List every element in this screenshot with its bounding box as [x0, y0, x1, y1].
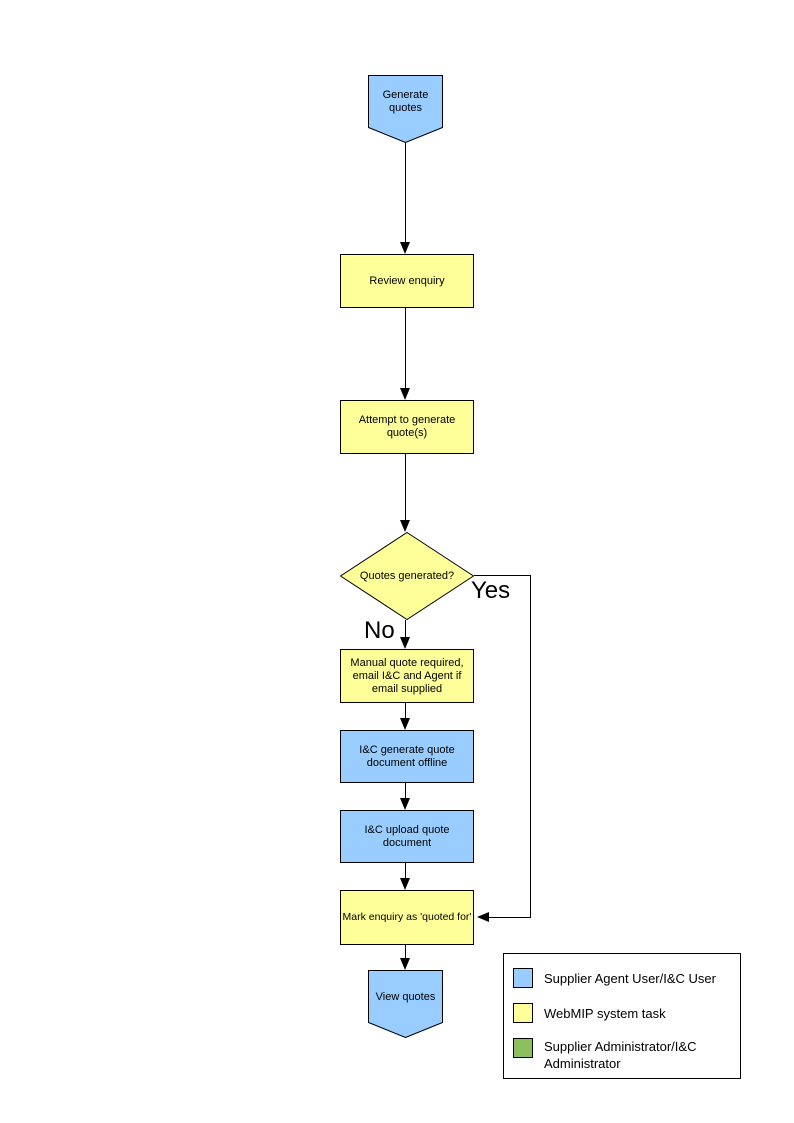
yes-branch-line — [530, 575, 531, 918]
legend-label-agent-user: Supplier Agent User/I&C User — [544, 971, 716, 986]
mark-enquiry-label: Mark enquiry as 'quoted for' — [342, 911, 472, 923]
connector-line — [405, 143, 406, 242]
legend-box: Supplier Agent User/I&C User WebMIP syst… — [503, 953, 741, 1079]
end-node-label: View quotes — [375, 990, 436, 1003]
legend-label-administrator: Supplier Administrator/I&C Administrator — [544, 1039, 697, 1071]
decision-node-label: Quotes generated? — [359, 569, 455, 582]
arrowhead-down-icon — [400, 798, 410, 810]
arrowhead-down-icon — [400, 718, 410, 730]
generate-offline-node: I&C generate quote document offline — [340, 730, 474, 783]
yes-branch-line — [474, 575, 531, 576]
connector-line — [405, 703, 406, 718]
arrowhead-down-icon — [400, 242, 410, 254]
yes-branch-label: Yes — [471, 577, 511, 604]
connector-line — [405, 945, 406, 958]
review-enquiry-label: Review enquiry — [369, 274, 445, 287]
connector-line — [405, 454, 406, 520]
decision-diamond-fill — [340, 532, 474, 620]
start-node-label: Generate quotes — [382, 89, 429, 114]
legend-label-system-task: WebMIP system task — [544, 1006, 666, 1021]
arrowhead-down-icon — [400, 878, 410, 890]
connector-line — [405, 308, 406, 388]
upload-quote-node: I&C upload quote document — [340, 810, 474, 863]
connector-line — [405, 620, 406, 637]
arrowhead-down-icon — [400, 388, 410, 400]
arrowhead-left-icon — [477, 912, 489, 922]
arrowhead-down-icon — [400, 520, 410, 532]
no-branch-label: No — [364, 617, 395, 644]
arrowhead-down-icon — [400, 958, 410, 970]
legend-swatch-blue — [513, 968, 533, 988]
generate-offline-label: I&C generate quote document offline — [359, 743, 455, 769]
end-pentagon-fill — [368, 970, 443, 1038]
decision-diamond-shape — [340, 532, 474, 620]
start-pentagon-shape — [368, 75, 443, 143]
manual-quote-label: Manual quote required, email I&C and Age… — [350, 656, 464, 695]
connector-line — [405, 863, 406, 878]
start-pentagon-fill — [368, 75, 443, 143]
yes-branch-line — [489, 917, 531, 918]
legend-swatch-green — [513, 1038, 533, 1058]
mark-enquiry-node: Mark enquiry as 'quoted for' — [340, 890, 474, 945]
connector-line — [405, 783, 406, 798]
attempt-generate-label: Attempt to generate quote(s) — [358, 414, 456, 439]
upload-quote-label: I&C upload quote document — [364, 823, 450, 849]
end-pentagon-shape — [368, 970, 443, 1038]
arrowhead-down-icon — [400, 637, 410, 649]
legend-swatch-yellow — [513, 1003, 533, 1023]
review-enquiry-node: Review enquiry — [340, 254, 474, 308]
attempt-generate-node: Attempt to generate quote(s) — [340, 400, 474, 454]
manual-quote-node: Manual quote required, email I&C and Age… — [340, 649, 474, 703]
